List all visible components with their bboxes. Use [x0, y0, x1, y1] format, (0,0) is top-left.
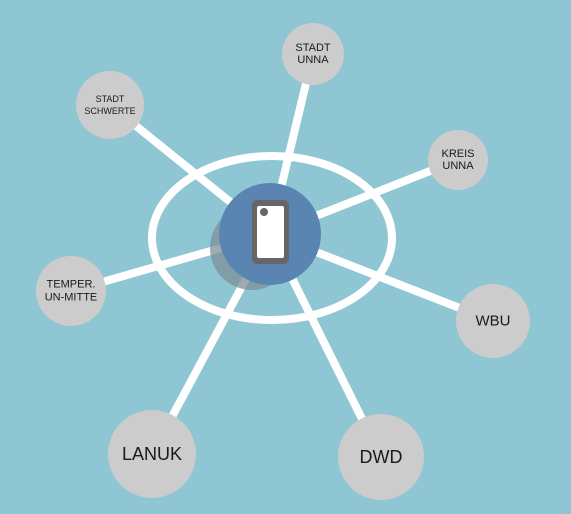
node-stadt-schwerte: STADT SCHWERTE	[76, 71, 144, 139]
node-circle	[338, 414, 424, 500]
node-label: STADT	[295, 42, 331, 54]
node-circle	[108, 410, 196, 498]
orbit-ring	[148, 152, 396, 324]
node-wbu: WBU	[456, 284, 530, 358]
node-circle	[428, 130, 488, 190]
node-label: LANUK	[122, 444, 182, 464]
node-temper-un-mitte: TEMPER.UN-MITTE	[36, 256, 106, 326]
node-circle	[76, 71, 144, 139]
node-lanuk: LANUK	[108, 410, 196, 498]
hub	[210, 183, 321, 290]
node-label: TEMPER.	[47, 279, 96, 291]
partner-nodes: STADTUNNASTADTSCHWERTEKREISUNNATEMPER.UN…	[36, 23, 530, 500]
node-label: STADT	[96, 94, 125, 104]
smartphone-icon	[252, 200, 289, 264]
node-circle	[456, 284, 530, 358]
node-circle	[282, 23, 344, 85]
node-label: UNNA	[297, 54, 329, 66]
node-label: DWD	[360, 447, 403, 467]
node-label: KREIS	[441, 148, 474, 160]
node-label: SCHWERTE	[84, 106, 135, 116]
node-label: WBU	[476, 313, 511, 330]
node-label: UNNA	[442, 160, 474, 172]
node-dwd: DWD	[338, 414, 424, 500]
node-circle	[36, 256, 106, 326]
node-label: UN-MITTE	[45, 292, 98, 304]
